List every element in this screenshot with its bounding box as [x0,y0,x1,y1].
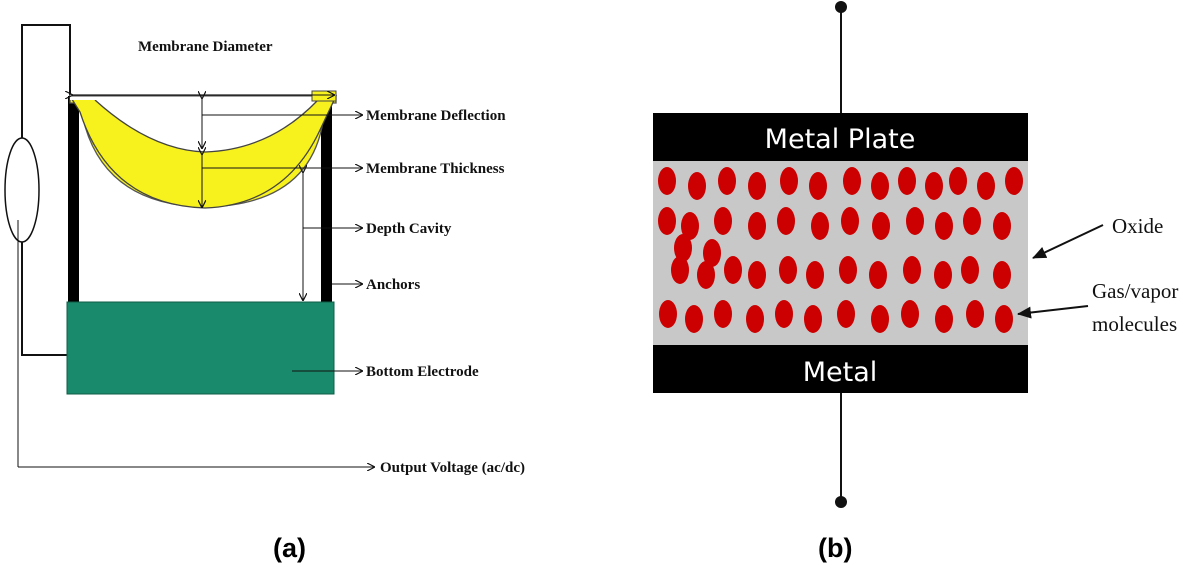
bottom-metal-plate [653,345,1028,393]
gas-molecule [746,305,764,333]
circuit-wire-bottom [21,242,68,356]
anchors-label: Anchors [366,277,420,293]
gas-molecule [714,300,732,328]
gas-molecule [869,261,887,289]
gas-molecule [674,234,692,262]
gas-molecule [804,305,822,333]
gas-molecule [961,256,979,284]
molecules-arrow [1017,305,1089,319]
gas-molecule [949,167,967,195]
left-anchor [68,96,79,304]
oxide-label: Oxide [1112,214,1163,238]
gas-molecule [934,261,952,289]
gas-molecule [811,212,829,240]
gas-molecule [779,256,797,284]
gas-molecule [872,212,890,240]
depth-cavity-label: Depth Cavity [366,221,452,237]
gas-molecule [977,172,995,200]
top-terminal [835,1,847,13]
membrane-diameter-label: Membrane Diameter [138,39,273,55]
gas-molecule [925,172,943,200]
bottom-electrode [66,301,335,395]
gas-molecule [871,305,889,333]
gas-molecule [837,300,855,328]
gas-molecule [993,261,1011,289]
gas-label-line2: molecules [1092,312,1177,336]
membrane-deflection-label: Membrane Deflection [366,108,506,124]
gas-molecule [775,300,793,328]
gas-molecule [658,167,676,195]
gas-molecule [995,305,1013,333]
panel-b: Metal Plate Metal Oxide Gas/vapor molecu… [653,1,1178,563]
gas-molecule [658,207,676,235]
gas-molecule [898,167,916,195]
gas-molecule [839,256,857,284]
gas-molecule [748,172,766,200]
gas-label-line1: Gas/vapor [1092,279,1178,303]
gas-molecule [806,261,824,289]
gas-molecule [688,172,706,200]
top-metal-plate [653,113,1028,161]
right-anchor [321,96,332,304]
gas-molecule [703,239,721,267]
gas-molecule [903,256,921,284]
gas-molecule [714,207,732,235]
output-voltage-label: Output Voltage (ac/dc) [380,460,525,476]
gas-molecule [718,167,736,195]
bottom-plate-label: Metal [803,357,878,388]
gas-molecule [748,212,766,240]
gas-molecule [966,300,984,328]
bottom-terminal [835,496,847,508]
gas-molecule [906,207,924,235]
top-plate-label: Metal Plate [765,124,916,155]
gas-molecule [1005,167,1023,195]
bottom-electrode-label: Bottom Electrode [366,364,479,380]
gas-molecule [841,207,859,235]
circuit-wire-top [21,24,71,140]
voltmeter-symbol [4,137,40,243]
gas-molecule [780,167,798,195]
oxide-arrow [1032,224,1104,259]
gas-molecule [671,256,689,284]
gas-molecule [963,207,981,235]
panel-b-caption: (b) [818,533,852,563]
panel-a-caption: (a) [273,533,306,563]
gas-molecule [681,212,699,240]
gas-molecule [993,212,1011,240]
gas-molecule [935,212,953,240]
gas-molecule [809,172,827,200]
membrane-right-tab [311,90,337,102]
gas-molecule [901,300,919,328]
gas-molecules [658,167,1023,333]
gas-molecule [697,261,715,289]
gas-molecule [748,261,766,289]
panel-a: Membrane Diameter Membrane Deflection Me… [4,24,525,563]
gas-molecule [777,207,795,235]
gas-molecule [871,172,889,200]
membrane-thickness-label: Membrane Thickness [366,161,505,177]
gas-molecule [724,256,742,284]
gas-molecule [685,305,703,333]
gas-molecule [659,300,677,328]
gas-molecule [935,305,953,333]
gas-molecule [843,167,861,195]
